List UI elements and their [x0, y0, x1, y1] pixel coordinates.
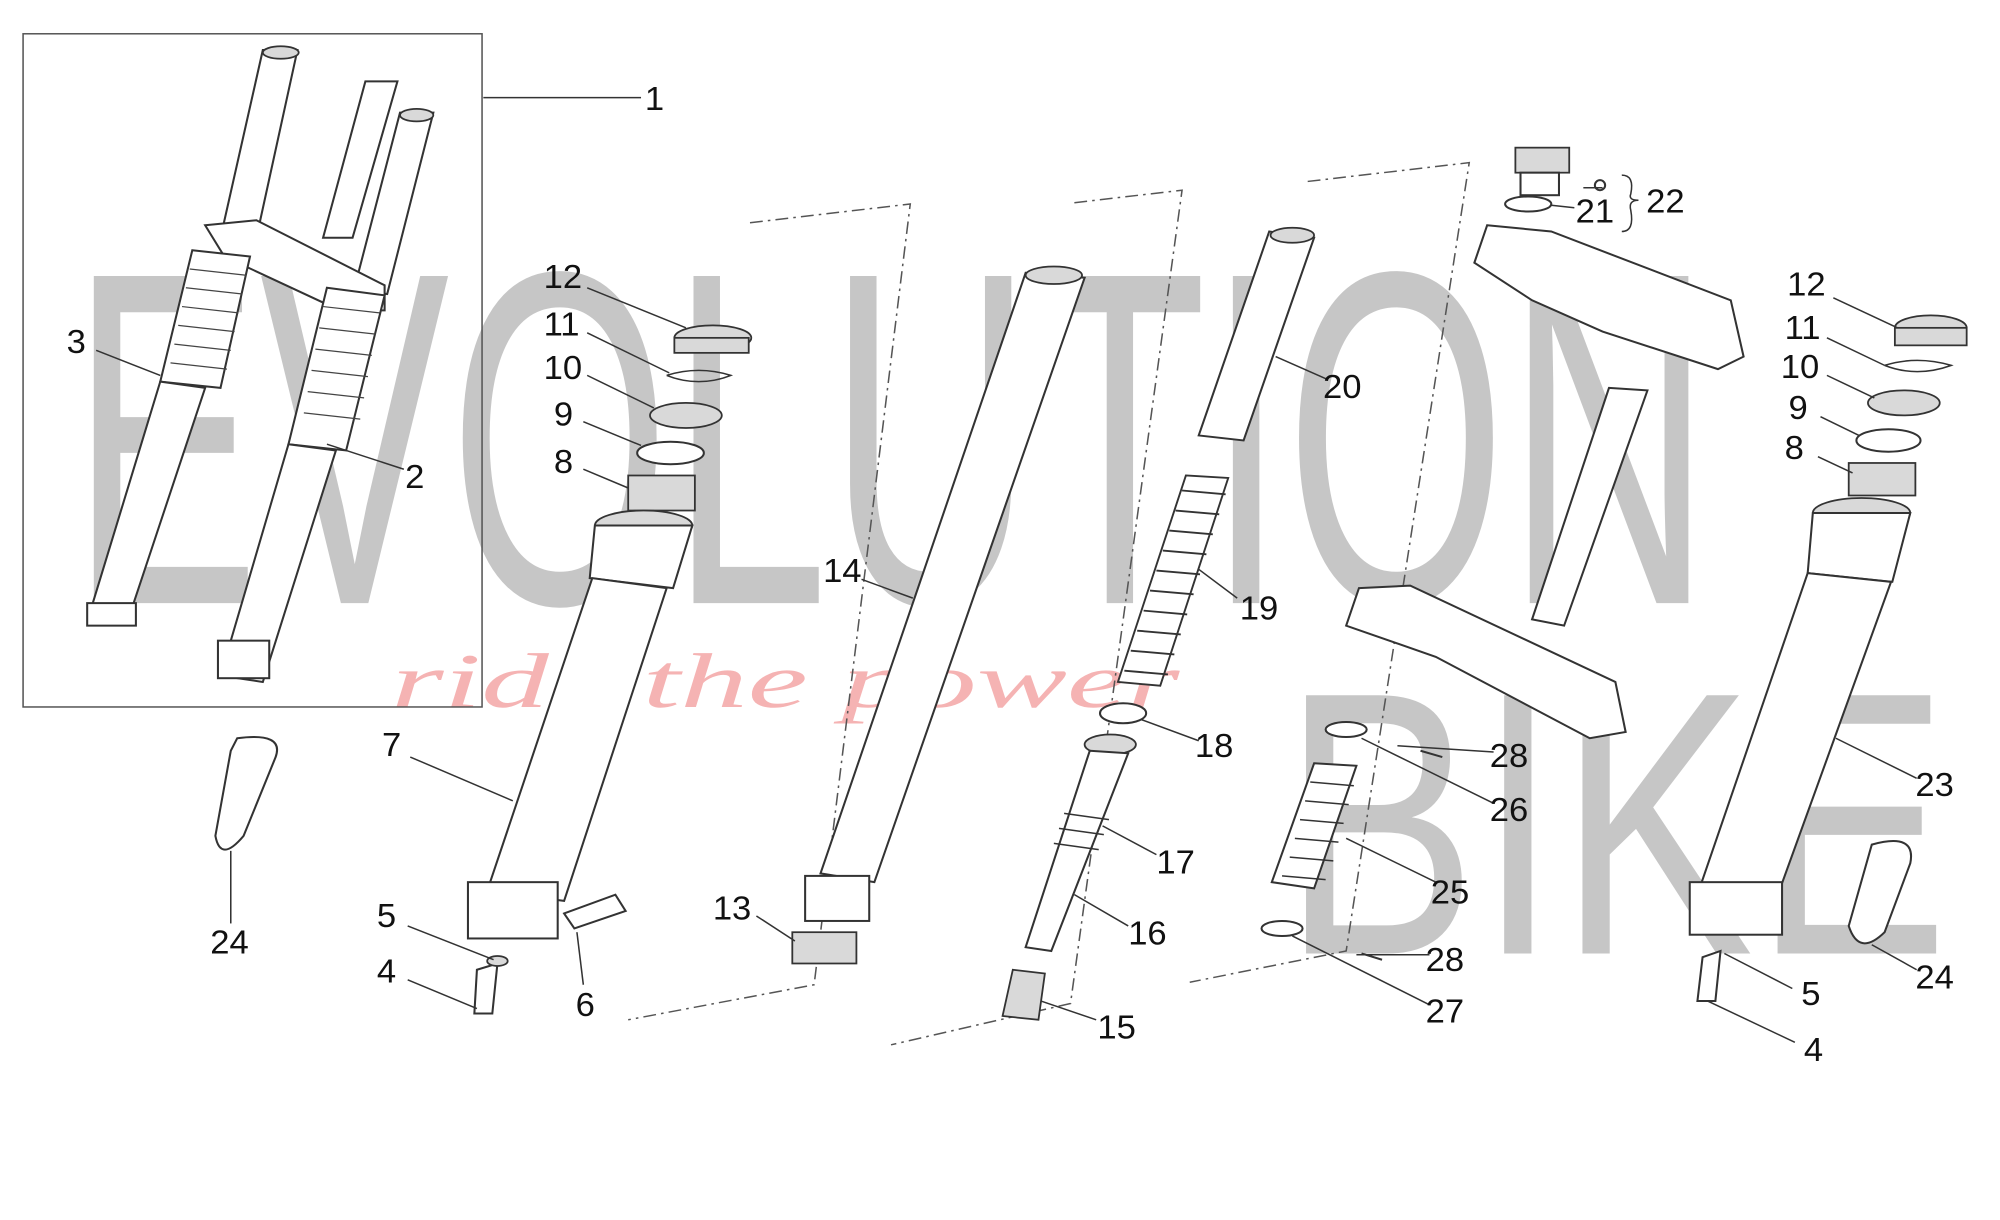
callout-15: 15 [1097, 1009, 1135, 1047]
callout-7: 7 [382, 726, 401, 764]
group-outline-2 [890, 189, 1183, 1046]
callout-24-right: 24 [1915, 959, 1953, 997]
callout-11-right: 11 [1785, 309, 1821, 347]
callout-18: 18 [1195, 727, 1233, 765]
callout-9-left: 9 [554, 396, 573, 434]
callout-5-left: 5 [377, 898, 396, 936]
callout-5-right: 5 [1801, 975, 1820, 1013]
callout-8-right: 8 [1785, 430, 1804, 468]
callout-23: 23 [1915, 766, 1953, 804]
fork-assembly[interactable] [86, 45, 435, 684]
washer-left[interactable] [486, 955, 509, 967]
bushing-13[interactable] [791, 931, 858, 965]
spring[interactable] [1116, 474, 1230, 687]
callout-14: 14 [823, 552, 861, 590]
callout-9-right: 9 [1788, 390, 1807, 428]
upper-triple-clamp[interactable] [1473, 224, 1745, 371]
screw-right[interactable] [1696, 949, 1722, 1003]
callout-28-lower: 28 [1426, 941, 1464, 979]
damper-rod[interactable] [1024, 733, 1137, 953]
fork-cap[interactable] [1504, 146, 1607, 213]
assembly-frame [22, 33, 483, 708]
clip-26[interactable] [1324, 720, 1368, 739]
callout-21: 21 [1576, 193, 1614, 231]
dust-boot[interactable] [1270, 762, 1358, 890]
screw-left[interactable] [473, 962, 499, 1015]
callout-22: 22 [1646, 183, 1684, 221]
outer-slider-right[interactable] [1688, 497, 1912, 936]
callout-2: 2 [405, 458, 424, 496]
callout-6: 6 [576, 986, 595, 1024]
callout-16: 16 [1128, 915, 1166, 953]
callout-27: 27 [1426, 993, 1464, 1031]
callout-28-upper: 28 [1490, 737, 1528, 775]
ring-18[interactable] [1098, 702, 1148, 725]
seal-stack-right[interactable] [1847, 314, 1968, 497]
callout-10-left: 10 [544, 350, 582, 388]
fork-protector-right[interactable] [1847, 840, 1913, 945]
group-outline-3 [1189, 161, 1471, 983]
callout-4-left: 4 [377, 953, 396, 991]
seal-stack-left[interactable] [627, 324, 753, 512]
callout-1: 1 [645, 80, 664, 118]
callout-20: 20 [1323, 368, 1361, 406]
clip-27[interactable] [1260, 919, 1304, 937]
fork-protector-left[interactable] [214, 736, 279, 851]
leader-lines [95, 96, 1918, 1043]
callout-8-left: 8 [554, 443, 573, 481]
callout-13: 13 [713, 890, 751, 928]
callout-11-left: 11 [544, 306, 580, 344]
callout-labels: 1 2 3 12 11 10 9 8 7 5 4 6 24 13 14 15 1… [67, 80, 1954, 1069]
group-outline-1 [628, 203, 912, 1021]
callout-10-right: 10 [1781, 348, 1819, 386]
callout-4-right: 4 [1804, 1031, 1823, 1069]
callout-24-left: 24 [210, 924, 248, 962]
callout-12-left: 12 [544, 258, 582, 296]
outer-slider-left[interactable] [466, 509, 694, 940]
stanchion-tube[interactable] [804, 265, 1087, 922]
callout-3: 3 [67, 323, 86, 361]
callout-26: 26 [1490, 791, 1528, 829]
callout-12-right: 12 [1787, 266, 1825, 304]
callout-17: 17 [1156, 844, 1194, 882]
steering-stem[interactable] [1530, 386, 1649, 627]
cone-15[interactable] [1001, 968, 1046, 1021]
callout-25: 25 [1431, 874, 1469, 912]
lower-triple-clamp[interactable] [1344, 584, 1627, 740]
tube-top [1269, 226, 1315, 244]
callout-19: 19 [1240, 590, 1278, 628]
watermark-tagline: ride the power [391, 638, 1180, 724]
